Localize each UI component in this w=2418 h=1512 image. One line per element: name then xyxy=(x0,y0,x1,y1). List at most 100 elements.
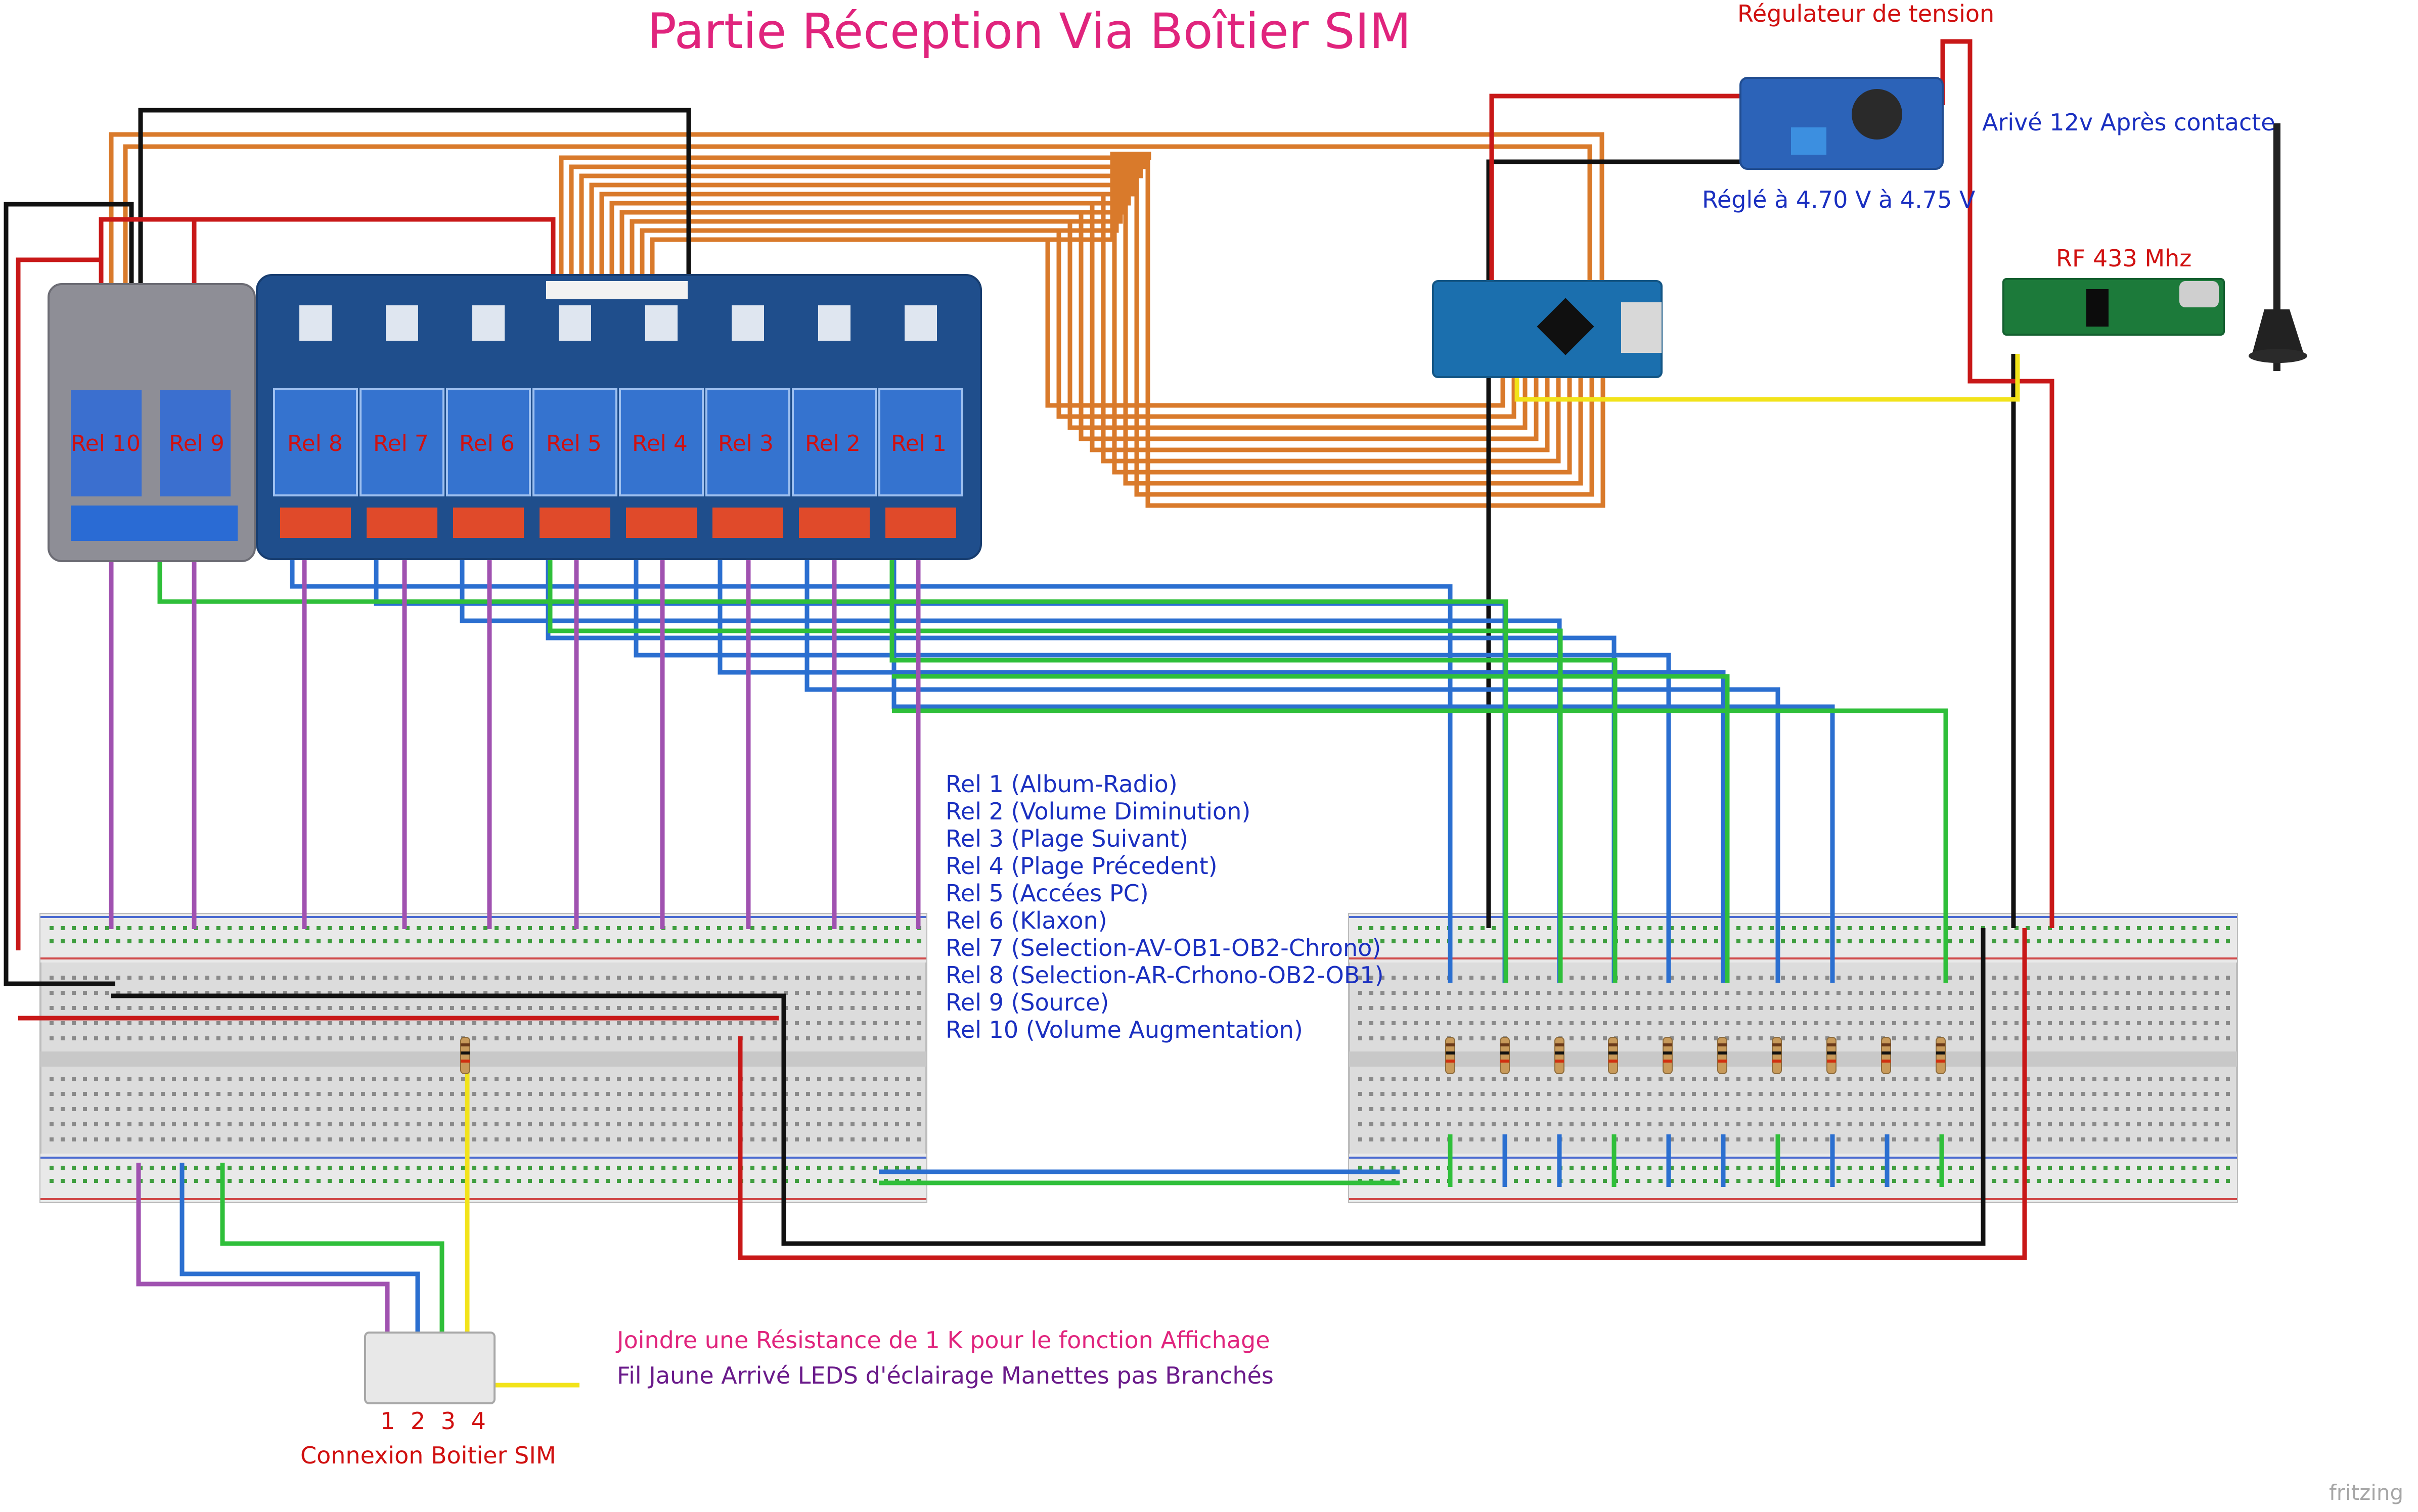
breadboard-hole xyxy=(272,1036,276,1040)
breadboard-hole xyxy=(294,1077,298,1081)
rail-hole xyxy=(283,939,287,943)
breadboard-hole xyxy=(1414,1077,1418,1081)
breadboard-hole xyxy=(72,976,76,980)
breadboard-hole xyxy=(72,1137,76,1141)
rail-hole xyxy=(1425,926,1429,930)
breadboard-hole xyxy=(606,1122,610,1126)
breadboard-hole xyxy=(1759,1122,1763,1126)
breadboard-hole xyxy=(1425,1021,1429,1025)
breadboard-hole xyxy=(684,1021,688,1025)
breadboard-hole xyxy=(917,976,921,980)
breadboard-hole xyxy=(1959,976,1963,980)
breadboard-hole xyxy=(361,1137,365,1141)
breadboard-hole xyxy=(450,1092,454,1096)
rail-hole xyxy=(183,939,187,943)
breadboard-hole xyxy=(483,976,487,980)
rail-hole xyxy=(495,1166,499,1170)
rail-hole xyxy=(2137,939,2141,943)
breadboard-hole xyxy=(216,1006,220,1010)
breadboard-hole xyxy=(406,1137,410,1141)
legend-item-rel9: Rel 9 (Source) xyxy=(946,989,1109,1016)
rail-hole xyxy=(1358,926,1362,930)
rail-hole xyxy=(617,926,621,930)
breadboard-hole xyxy=(83,1092,87,1096)
rail-hole xyxy=(1436,1179,1440,1183)
breadboard-hole xyxy=(283,1006,287,1010)
rail-hole xyxy=(2014,939,2019,943)
breadboard-hole xyxy=(272,1122,276,1126)
rail-hole xyxy=(1425,1179,1429,1183)
resistor-band xyxy=(1446,1043,1455,1046)
breadboard-hole xyxy=(2181,1006,2185,1010)
breadboard-hole xyxy=(673,1006,677,1010)
breadboard-hole xyxy=(650,1122,654,1126)
rail-hole xyxy=(127,1179,131,1183)
breadboard-hole xyxy=(1670,991,1674,995)
breadboard-hole xyxy=(1625,1006,1629,1010)
resistor-band xyxy=(1663,1043,1672,1046)
rail-hole xyxy=(1547,939,1551,943)
breadboard-hole xyxy=(1492,1036,1496,1040)
rail-hole xyxy=(228,939,232,943)
breadboard-hole xyxy=(517,1107,521,1111)
breadboard-hole xyxy=(1469,1107,1473,1111)
rail-hole xyxy=(806,926,810,930)
breadboard-hole xyxy=(228,1077,232,1081)
breadboard-hole xyxy=(1837,1006,1841,1010)
breadboard-hole xyxy=(328,1036,332,1040)
breadboard-hole xyxy=(1848,976,1852,980)
rail-hole xyxy=(1525,1179,1529,1183)
rail-hole xyxy=(1892,1166,1896,1170)
rail-hole xyxy=(1469,939,1473,943)
breadboard-hole xyxy=(773,1122,777,1126)
breadboard-hole xyxy=(1725,1137,1729,1141)
breadboard-hole xyxy=(1748,1036,1752,1040)
rail-hole xyxy=(1959,1179,1963,1183)
rail-hole xyxy=(1770,1166,1774,1170)
breadboard-hole xyxy=(2148,991,2152,995)
rail-hole xyxy=(1403,1166,1407,1170)
breadboard-hole xyxy=(1659,1137,1663,1141)
breadboard-hole xyxy=(350,1036,354,1040)
breadboard-hole xyxy=(1403,1092,1407,1096)
breadboard-hole xyxy=(2181,1092,2185,1096)
breadboard-hole xyxy=(684,1107,688,1111)
rail-hole xyxy=(150,926,154,930)
breadboard-hole xyxy=(1992,1077,1996,1081)
breadboard-hole xyxy=(2070,1107,2074,1111)
breadboard-hole xyxy=(706,1036,710,1040)
rail-hole xyxy=(717,1179,721,1183)
breadboard-hole xyxy=(1748,1092,1752,1096)
breadboard-hole xyxy=(795,1036,799,1040)
breadboard-hole xyxy=(1759,1077,1763,1081)
rail-hole xyxy=(317,1166,321,1170)
relay-block xyxy=(446,388,531,496)
breadboard-hole xyxy=(216,1036,220,1040)
breadboard-hole xyxy=(261,1021,265,1025)
breadboard-hole xyxy=(239,1036,243,1040)
rail-hole xyxy=(1959,939,1963,943)
breadboard-hole xyxy=(1659,1006,1663,1010)
breadboard-hole xyxy=(1369,1006,1373,1010)
breadboard-hole xyxy=(1392,1036,1396,1040)
breadboard-hole xyxy=(2014,1137,2019,1141)
rail-hole xyxy=(116,926,120,930)
breadboard-hole xyxy=(317,1021,321,1025)
breadboard-hole xyxy=(1458,1006,1462,1010)
rail-hole xyxy=(828,926,832,930)
breadboard-hole xyxy=(216,991,220,995)
rail-hole xyxy=(495,1179,499,1183)
breadboard-hole xyxy=(105,1077,109,1081)
breadboard-hole xyxy=(1859,991,1863,995)
breadboard-hole xyxy=(2181,991,2185,995)
breadboard-hole xyxy=(127,991,131,995)
rail-hole xyxy=(1670,1179,1674,1183)
breadboard-hole xyxy=(161,1137,165,1141)
breadboard-hole xyxy=(2192,1036,2197,1040)
breadboard-hole xyxy=(61,1107,65,1111)
breadboard-hole xyxy=(1703,1006,1707,1010)
breadboard-hole xyxy=(239,1077,243,1081)
breadboard-hole xyxy=(873,1092,877,1096)
breadboard-hole xyxy=(450,1137,454,1141)
